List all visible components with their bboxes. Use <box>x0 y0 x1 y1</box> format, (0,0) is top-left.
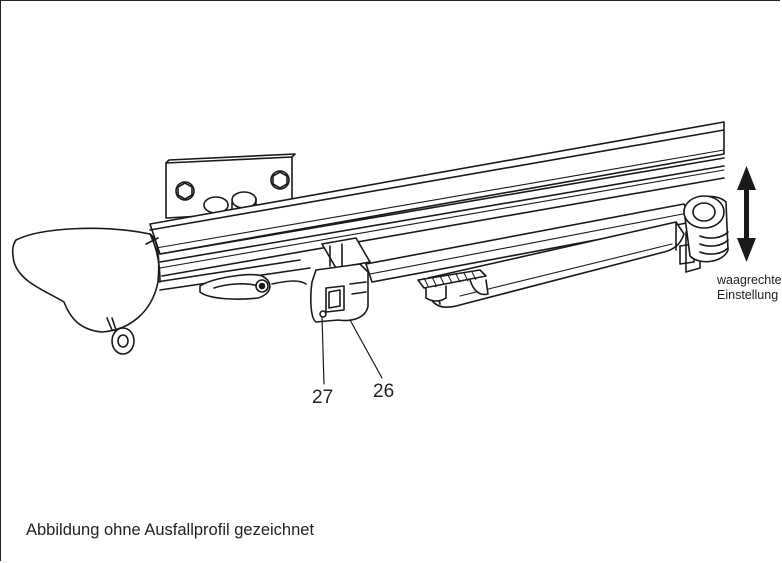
arm-bracket <box>310 237 371 323</box>
leader-line-27 <box>321 316 325 385</box>
adjustment-pad <box>417 269 489 302</box>
arm-joint <box>683 195 729 263</box>
awning-arm <box>365 203 701 308</box>
leader-line-26 <box>349 319 383 379</box>
end-cap <box>11 227 161 333</box>
callout-26: 26 <box>373 381 395 402</box>
shoulder-mechanism <box>199 273 307 300</box>
cassette-profile <box>149 121 725 291</box>
wall-bracket <box>165 153 296 225</box>
figure-caption: Abbildung ohne Ausfallprofil gezeichnet <box>26 521 315 539</box>
adjustment-label-line2: Einstellung <box>717 288 779 302</box>
callout-27: 27 <box>312 387 334 408</box>
adjustment-label-line1: waagrechte <box>717 273 782 287</box>
crank-eyelet <box>106 317 135 355</box>
double-arrow-icon <box>737 166 756 262</box>
